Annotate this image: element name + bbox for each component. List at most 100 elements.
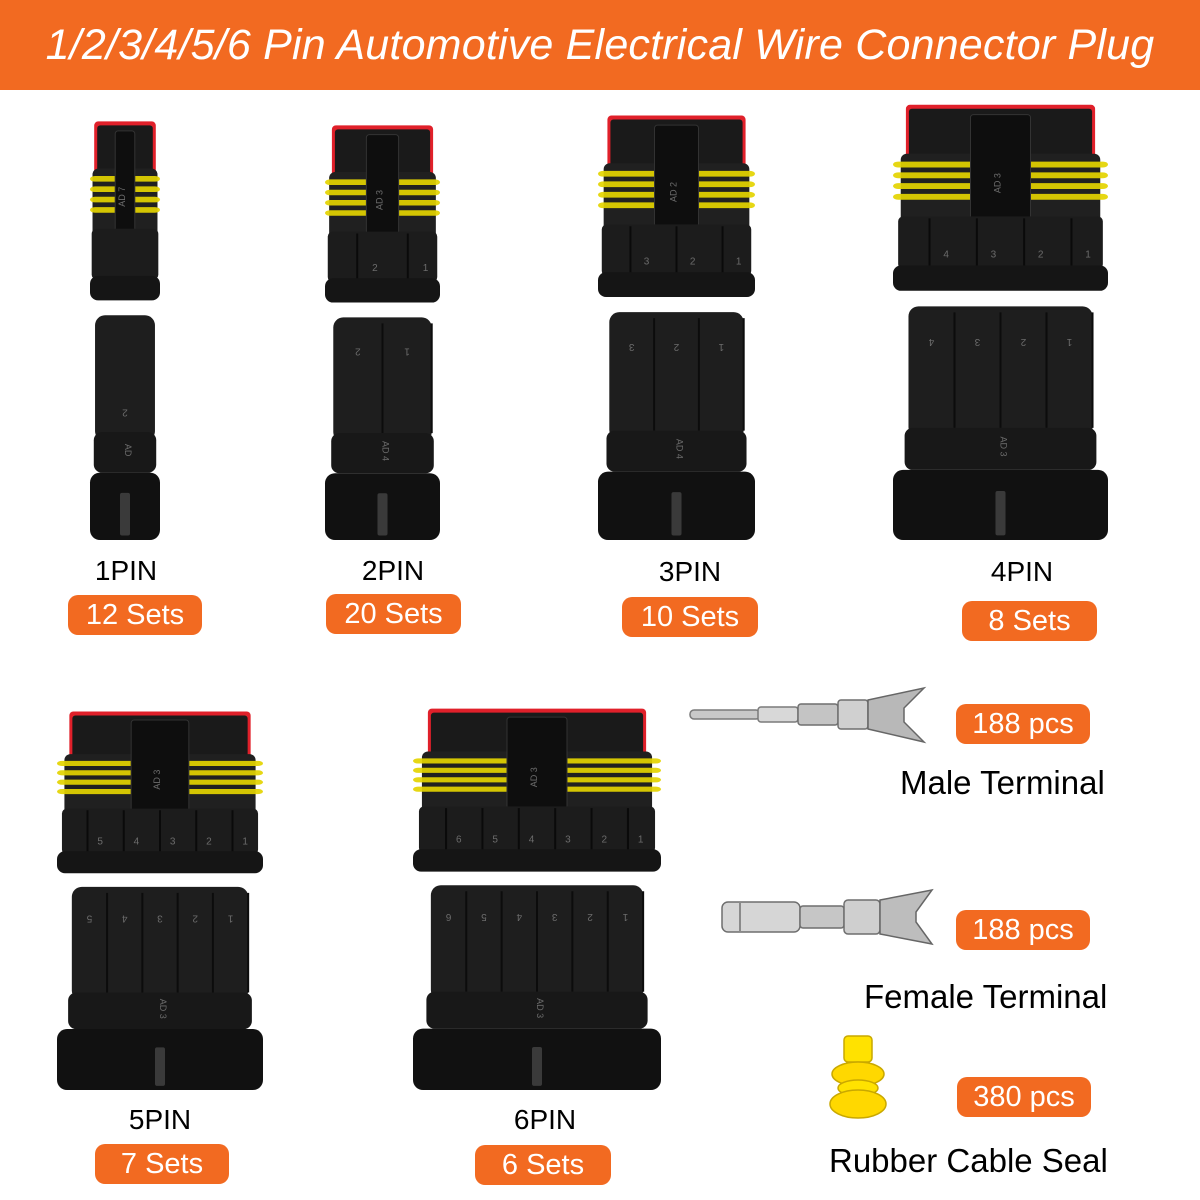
pin-number-text: 5 — [97, 836, 103, 847]
pin-number-text: 2 — [192, 912, 198, 923]
housing-code-text: AD — [123, 444, 133, 457]
pin-number-text: 3 — [628, 341, 634, 352]
housing-code-text: AD 3 — [999, 437, 1009, 457]
title-banner: 1/2/3/4/5/6 Pin Automotive Electrical Wi… — [0, 0, 1200, 90]
pin-number-text: 2 — [355, 346, 361, 357]
pin-number-text: 3 — [565, 834, 571, 845]
housing-code-text: AD 3 — [529, 767, 539, 787]
top-flange — [598, 272, 755, 297]
pin-number-text: 2 — [206, 836, 212, 847]
connector-label: 5PIN — [128, 1104, 192, 1135]
pin-number-text: 1 — [736, 256, 742, 267]
pin-number-text: 2 — [1020, 336, 1026, 347]
connector-label: 4PIN — [990, 556, 1054, 587]
pin-number-text: 5 — [492, 834, 498, 845]
pin-number-text: 2 — [372, 263, 378, 274]
top-pin-block — [898, 216, 1103, 270]
connector-label: 6PIN — [513, 1104, 577, 1135]
housing-code-text: AD 3 — [993, 173, 1003, 193]
pin-number-text: 3 — [991, 250, 997, 261]
wire-slot — [671, 492, 682, 536]
pin-number-text: 1 — [404, 346, 410, 357]
top-flange — [413, 849, 661, 872]
sets-badge: 12 Sets — [68, 595, 202, 635]
housing-code-text: AD 4 — [381, 441, 391, 461]
sets-badge: 6 Sets — [475, 1145, 611, 1185]
housing-code-text: AD 2 — [669, 182, 679, 202]
housing-code-text: AD 3 — [535, 998, 545, 1018]
top-pin-block — [418, 806, 656, 853]
wire-slot — [532, 1047, 542, 1086]
pin-number-text: 1 — [1066, 336, 1072, 347]
pin-number-text: 4 — [529, 834, 535, 845]
female-terminal-icon — [721, 888, 934, 946]
pin-number-text: 2 — [602, 834, 608, 845]
pin-number-text: 6 — [456, 834, 462, 845]
pin-number-text: 1 — [638, 834, 644, 845]
pin-number-text: 5 — [481, 911, 487, 922]
pin-number-text: 5 — [86, 912, 92, 923]
housing-code-text: AD 4 — [675, 439, 685, 459]
pin-number-text: 3 — [644, 256, 650, 267]
pin-number-text: 2 — [673, 341, 679, 352]
connector-label: 3PIN — [658, 556, 722, 587]
pin-number-text: 2 — [587, 911, 593, 922]
top-pin-block — [327, 231, 438, 283]
seal-name: Rubber Cable Seal — [829, 1142, 1108, 1179]
bottom-housing-upper — [71, 886, 249, 1001]
pin-number-text: 2 — [690, 256, 696, 267]
sets-badge: 7 Sets — [95, 1144, 229, 1184]
bottom-housing-mid — [606, 430, 747, 472]
male-terminal-icon — [689, 686, 927, 744]
top-flange — [90, 275, 160, 301]
top-flange — [893, 265, 1108, 291]
bottom-housing-mid — [426, 991, 648, 1029]
pin-number-text: 1 — [1085, 250, 1091, 261]
pin-number-text: 4 — [122, 912, 128, 923]
wire-slot — [377, 493, 388, 536]
wire-slot — [120, 492, 130, 536]
terminal-name: Female Terminal — [864, 978, 1108, 1015]
pin-number-text: 1 — [227, 912, 233, 923]
housing-code-text: AD 3 — [158, 999, 168, 1019]
connector-5pin-icon: AD 3 5 4 3 2 1 5 4 3 2 1 AD 3 — [57, 711, 263, 1090]
connector-label: 2PIN — [361, 555, 425, 586]
sets-badge: 10 Sets — [622, 597, 758, 637]
bottom-housing-mid — [93, 432, 157, 473]
seal-count-badge: 380 pcs — [957, 1077, 1091, 1117]
pin-number-text: 1 — [622, 911, 628, 922]
connector-label: 1PIN — [94, 555, 158, 586]
pin-number-text: 1 — [423, 263, 429, 274]
pin-number-text: 3 — [974, 336, 980, 347]
bottom-housing-upper — [95, 315, 155, 442]
sets-badge: 8 Sets — [962, 601, 1097, 641]
top-flange — [57, 851, 263, 874]
pin-number-text: 2 — [122, 407, 128, 418]
terminal-count-badge: 188 pcs — [956, 704, 1090, 744]
pin-number-text: 4 — [943, 250, 949, 261]
housing-code-text: AD 3 — [375, 190, 385, 210]
page-title: 1/2/3/4/5/6 Pin Automotive Electrical Wi… — [45, 21, 1155, 69]
wire-slot — [155, 1047, 165, 1086]
pin-number-text: 2 — [1038, 250, 1044, 261]
connector-2pin-icon: AD 3 2 1 2 1 AD 4 — [325, 125, 440, 540]
pin-number-text: 3 — [551, 911, 557, 922]
terminal-name: Male Terminal — [900, 764, 1105, 801]
pin-number-text: 1 — [242, 836, 248, 847]
housing-code-text: AD 3 — [152, 770, 162, 790]
bottom-housing-upper — [609, 312, 744, 440]
pin-number-text: 4 — [928, 336, 934, 347]
top-pin-block — [91, 228, 159, 280]
pin-number-text: 1 — [718, 341, 724, 352]
pin-number-text: 4 — [134, 836, 140, 847]
pin-number-text: 3 — [157, 912, 163, 923]
pin-number-text: 3 — [170, 836, 176, 847]
bottom-housing-mid — [904, 427, 1097, 470]
sets-badge: 20 Sets — [326, 594, 461, 634]
top-flange — [325, 278, 440, 303]
connector-3pin-icon: AD 2 3 2 1 3 2 1 AD 4 — [598, 115, 755, 540]
terminal-count-badge: 188 pcs — [956, 910, 1090, 950]
pin-number-text: 6 — [445, 911, 451, 922]
